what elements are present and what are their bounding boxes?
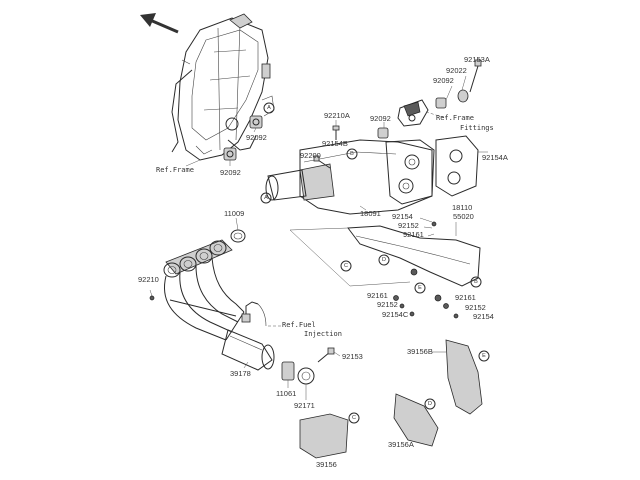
clamp-92171: [297, 367, 315, 385]
callout-c-2-text: C: [352, 415, 356, 421]
part-92092-d: 92092: [220, 168, 241, 177]
part-92154-a: 92154: [392, 212, 413, 221]
heat-cover-39156: [299, 413, 349, 459]
bolt-92210A: [332, 125, 340, 140]
part-11061: 11061: [276, 389, 296, 398]
heat-shield-bracket-55020: [347, 225, 481, 287]
part-39156A: 39156A: [388, 440, 414, 449]
callout-d-1-text: D: [382, 257, 386, 263]
part-92152-c: 92152: [465, 303, 486, 312]
bolt-92153: [317, 347, 335, 363]
grommet-92092-d: [223, 147, 237, 161]
part-92153A: 92153A: [464, 55, 490, 64]
heat-cover-39156B: [445, 339, 483, 415]
part-92154-b: 92154: [473, 312, 494, 321]
callout-a-2: [260, 192, 272, 204]
callout-d-2: [424, 398, 436, 410]
part-92200: 92200: [300, 151, 321, 160]
pre-chamber-39178: [221, 329, 275, 371]
ref-frame-label-2: Ref.Frame: [436, 114, 474, 122]
callout-d-1: [378, 254, 390, 266]
callout-e-2-text: E: [482, 353, 486, 359]
bolt-92153A: [469, 59, 482, 93]
callout-b-1: [346, 148, 358, 160]
part-92092-b: 92092: [433, 76, 454, 85]
part-92210A: 92210A: [324, 111, 350, 120]
part-39156B: 39156B: [407, 347, 433, 356]
callout-a-1-text: A: [267, 105, 271, 111]
part-92154B: 92154B: [322, 139, 348, 148]
part-18110: 18110: [452, 203, 472, 212]
ref-fuel-injection-label: Ref.Fuel: [282, 321, 316, 329]
part-92092-a: 92092: [246, 133, 267, 142]
collar-92022: [457, 89, 469, 103]
part-92092-c: 92092: [370, 114, 391, 123]
end-cover-plate: [435, 135, 479, 197]
callout-b-2-text: B: [474, 279, 478, 285]
part-92152-a: 92152: [398, 221, 419, 230]
callout-b-1-text: B: [350, 151, 354, 157]
part-92171: 92171: [294, 401, 315, 410]
part-39178: 39178: [230, 369, 251, 378]
part-39156: 39156: [316, 460, 337, 469]
part-18091: 18091: [360, 209, 381, 218]
part-92161-a: 92161: [403, 230, 424, 239]
frame-assembly: [171, 13, 275, 161]
part-92152-b: 92152: [377, 300, 398, 309]
grommet-92092-c: [377, 127, 389, 139]
part-92154C: 92154C: [382, 310, 409, 319]
callout-d-2-text: D: [428, 401, 432, 407]
gasket-11009: [230, 229, 246, 243]
heat-cover-39156A: [393, 393, 439, 447]
front-direction-arrow-icon: [140, 13, 179, 34]
callout-a-2-text: A: [264, 195, 268, 201]
part-92154A: 92154A: [482, 153, 508, 162]
part-92161-b: 92161: [367, 291, 388, 300]
ref-fuel-injection-label-2: Injection: [304, 330, 342, 338]
muffler-body-18091: [265, 139, 435, 215]
callout-c-1: [340, 260, 352, 272]
ref-frame-label-1: Ref.Frame: [156, 166, 194, 174]
grommet-92092-a: [249, 115, 263, 129]
rear-bracket: [397, 99, 429, 127]
callout-a-1: [263, 102, 275, 114]
callout-c-2: [348, 412, 360, 424]
exhaust-header-pipes: [163, 239, 245, 341]
part-55020: 55020: [453, 212, 474, 221]
part-11009: 11009: [224, 209, 244, 218]
part-92153: 92153: [342, 352, 363, 361]
gasket-11061: [281, 361, 295, 381]
grommet-92092-b: [435, 97, 447, 109]
oxygen-sensor: [241, 301, 267, 327]
part-92022: 92022: [446, 66, 467, 75]
callout-e-1: [414, 282, 426, 294]
callout-e-1-text: E: [418, 285, 422, 291]
bolt-92200: [313, 155, 331, 169]
callout-e-2: [478, 350, 490, 362]
callout-c-1-text: C: [344, 263, 348, 269]
part-92210: 92210: [138, 275, 159, 284]
ref-frame-fittings-label: Fittings: [460, 124, 494, 132]
callout-b-2: [470, 276, 482, 288]
part-92161-c: 92161: [455, 293, 476, 302]
